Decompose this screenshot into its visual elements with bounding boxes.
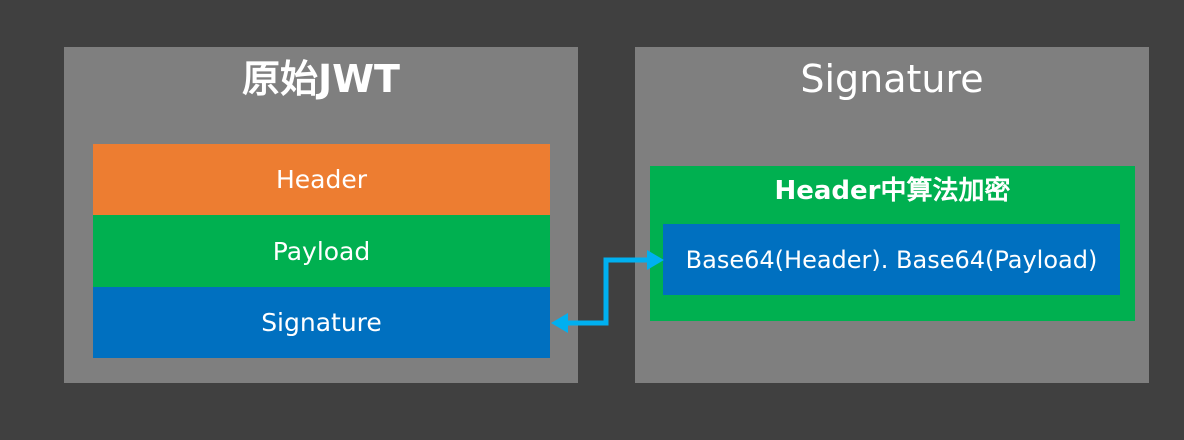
arrowhead-right-icon (647, 250, 664, 270)
signature-panel-title: Signature (800, 57, 984, 101)
connector-line (566, 257, 648, 326)
signature-panel: Signature Header中算法加密 Base64(Header). Ba… (635, 47, 1149, 383)
signature-block-label: Signature (261, 308, 382, 337)
algorithm-box-title: Header中算法加密 (774, 176, 1011, 206)
header-block-label: Header (275, 165, 368, 194)
formula-text: Base64(Header). Base64(Payload) (685, 245, 1098, 274)
original-jwt-title: 原始JWT (242, 57, 400, 101)
formula-box: Base64(Header). Base64(Payload) (663, 224, 1120, 295)
payload-block-label: Payload (272, 236, 371, 266)
arrowhead-left-icon (551, 313, 568, 333)
payload-block: Payload (93, 215, 550, 287)
header-block: Header (93, 144, 550, 215)
signature-block: Signature (93, 287, 550, 358)
algorithm-box: Header中算法加密 Base64(Header). Base64(Paylo… (650, 166, 1135, 321)
original-jwt-panel: 原始JWT Header Payload Signature (64, 47, 578, 383)
